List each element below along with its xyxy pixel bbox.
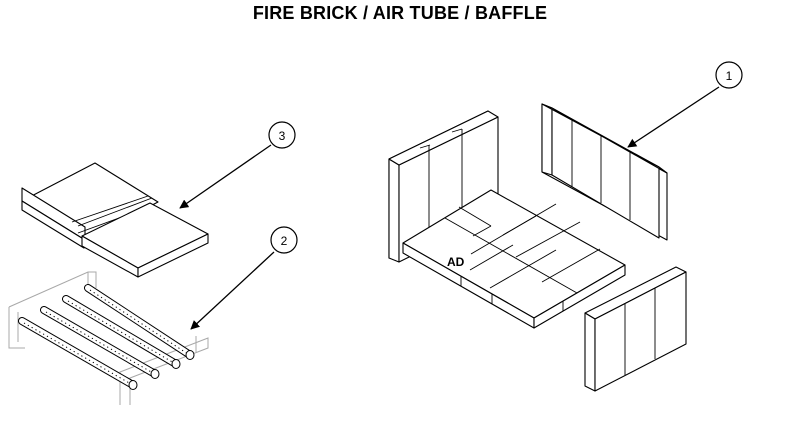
floor-firebrick <box>402 189 626 329</box>
floor-brick-label: AD <box>447 255 465 269</box>
callout-1-number: 1 <box>726 69 733 83</box>
side-firebrick-front <box>584 266 687 392</box>
callout-1: 1 <box>627 61 743 148</box>
callout-2: 2 <box>190 226 298 330</box>
baffle <box>21 162 209 278</box>
baffle-right-side <box>137 233 209 278</box>
air-tube-4 <box>18 317 138 390</box>
air-tube-assembly <box>8 271 209 405</box>
baffle-left-edge <box>21 200 86 249</box>
air-tube-2 <box>62 295 181 369</box>
side-firebrick-right <box>541 103 668 241</box>
callout-3: 3 <box>179 121 296 209</box>
callout-3-number: 3 <box>279 129 286 143</box>
air-tube-3 <box>40 306 160 379</box>
callout-2-number: 2 <box>281 234 288 248</box>
air-tube-1 <box>84 284 195 360</box>
diagram-title: FIRE BRICK / AIR TUBE / BAFFLE <box>252 3 548 23</box>
